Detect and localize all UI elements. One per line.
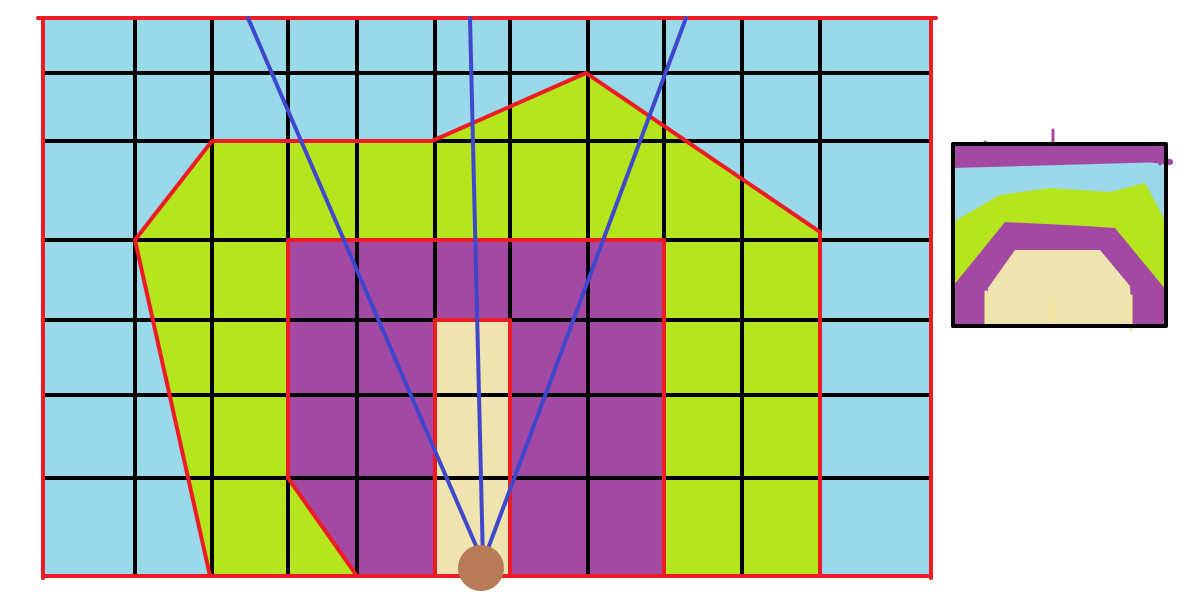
inset-cream-band	[985, 250, 1132, 326]
inset-diagram	[951, 128, 1173, 332]
purple-outline	[286, 238, 666, 578]
viewpoint-circle	[458, 545, 504, 591]
main-diagram	[36, 16, 938, 591]
sight-ray-right	[481, 16, 688, 564]
grass-outline	[133, 71, 822, 578]
inset-frame	[951, 142, 1168, 328]
inset-top-stroke	[952, 147, 1173, 165]
sight-rays	[246, 16, 688, 564]
sight-ray-left	[246, 16, 485, 564]
red-outlines	[36, 16, 938, 580]
sight-ray-center	[468, 16, 485, 564]
